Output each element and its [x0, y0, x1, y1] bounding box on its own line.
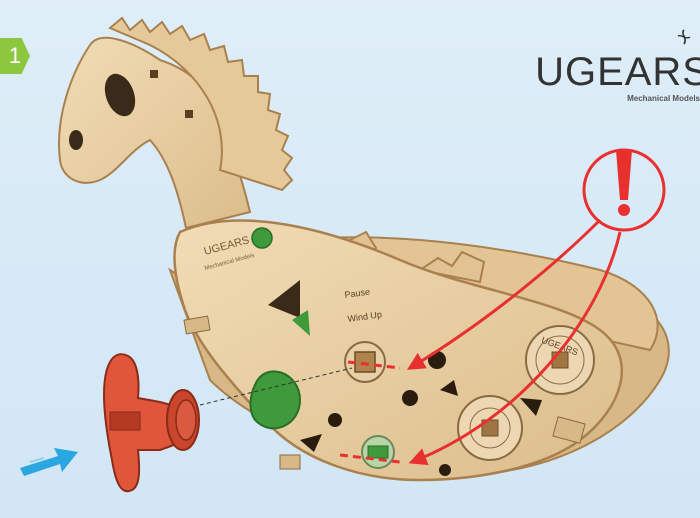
lower-wheel	[458, 396, 522, 460]
blue-arrow-icon	[20, 448, 78, 476]
ugears-wheel: UGEARS	[526, 326, 594, 394]
green-lever-part	[250, 371, 300, 428]
warning-callout	[584, 150, 664, 230]
green-gear-top	[252, 228, 272, 248]
key-socket-bottom	[362, 436, 394, 468]
horse-head-neck	[59, 18, 292, 228]
exclamation-icon	[616, 150, 632, 200]
winding-key	[104, 354, 199, 491]
